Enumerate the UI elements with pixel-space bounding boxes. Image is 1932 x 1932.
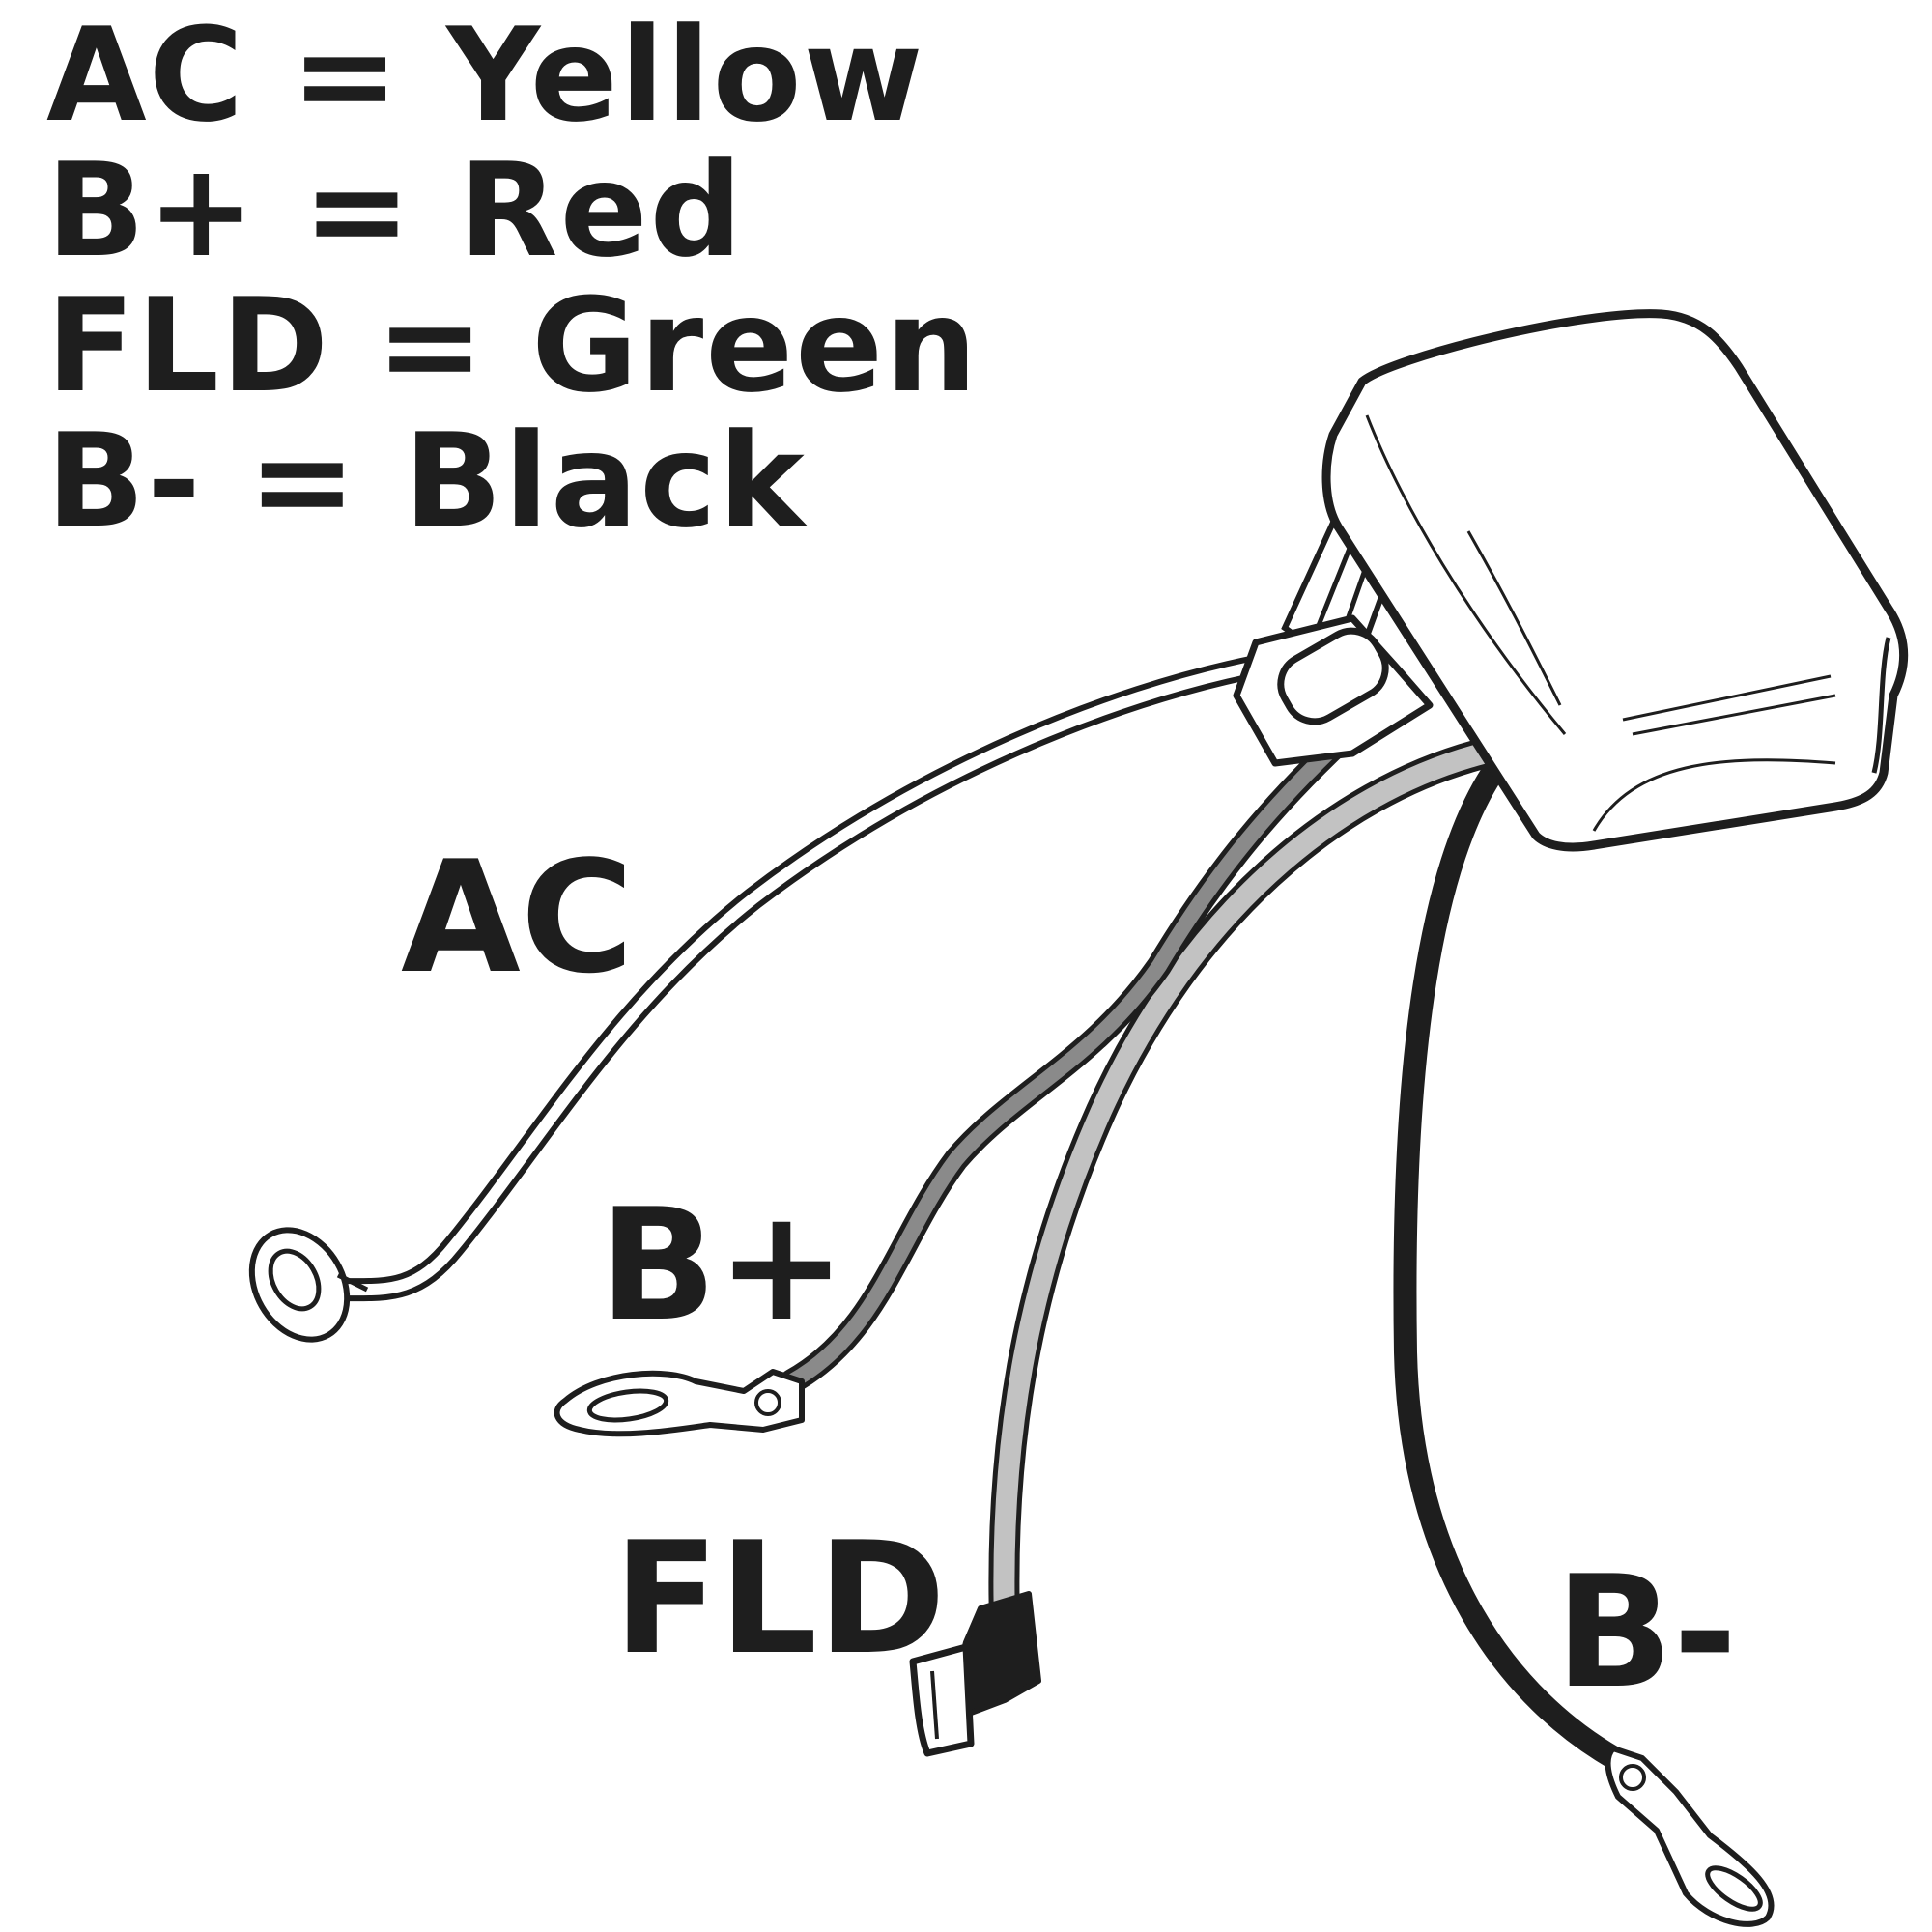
legend-wire-name: AC bbox=[46, 0, 246, 151]
legend-color-name: Black bbox=[403, 406, 807, 556]
b-plus-ring-terminal bbox=[554, 1369, 805, 1437]
fld-spade-connector bbox=[909, 1591, 1041, 1757]
legend-row-fld: FLD=Green bbox=[46, 278, 979, 413]
wire-fld bbox=[988, 738, 1498, 1638]
color-legend: AC=Yellow B+=Red FLD=Green B-=Black bbox=[46, 8, 979, 549]
b-minus-ring-terminal bbox=[1605, 1746, 1775, 1927]
legend-equals: = bbox=[302, 135, 413, 286]
regulator-module bbox=[1321, 309, 1909, 852]
legend-wire-name: B- bbox=[46, 406, 203, 556]
wire-b-plus bbox=[780, 722, 1360, 1394]
legend-row-b-plus: B+=Red bbox=[46, 143, 979, 278]
legend-equals: = bbox=[247, 406, 358, 556]
legend-wire-name: FLD bbox=[46, 270, 331, 421]
legend-color-name: Yellow bbox=[446, 0, 925, 151]
legend-row-b-minus: B-=Black bbox=[46, 413, 979, 549]
legend-row-ac: AC=Yellow bbox=[46, 8, 979, 143]
wire-label-ac: AC bbox=[401, 827, 635, 1008]
legend-color-name: Green bbox=[531, 270, 980, 421]
wire-ac bbox=[327, 655, 1267, 1302]
ac-ring-terminal bbox=[248, 1227, 369, 1343]
wire-label-b-minus: B- bbox=[1555, 1542, 1738, 1722]
wire-label-fld: FLD bbox=[613, 1508, 947, 1689]
legend-color-name: Red bbox=[458, 135, 745, 286]
wire-b-minus bbox=[1393, 761, 1634, 1775]
wire-label-b-plus: B+ bbox=[599, 1175, 847, 1355]
mounting-tab bbox=[1233, 614, 1434, 767]
legend-equals: = bbox=[376, 270, 487, 421]
legend-equals: = bbox=[290, 0, 402, 151]
legend-wire-name: B+ bbox=[46, 135, 258, 286]
